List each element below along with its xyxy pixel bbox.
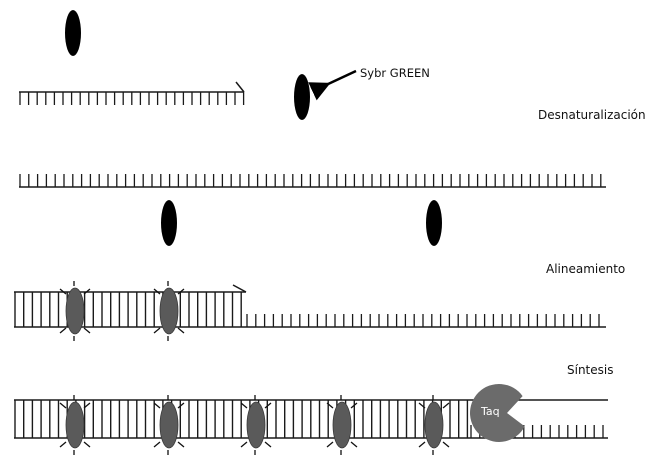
bound-sybr-molecule-4 <box>153 395 185 455</box>
annealed-double-strand <box>14 291 246 328</box>
bound-sybr-molecule-3 <box>59 395 91 455</box>
sybr-green-molecules <box>59 10 450 455</box>
bound-sybr-molecule-7 <box>418 395 450 455</box>
free-sybr-molecule-3 <box>161 200 177 246</box>
annealed-primer-hook <box>232 284 247 293</box>
stage-label-denaturation: Desnaturalización <box>538 108 646 122</box>
free-sybr-molecule-2 <box>294 74 310 120</box>
taq-polymerase-shape <box>470 383 525 442</box>
bound-sybr-molecule-2 <box>153 281 185 341</box>
primer-strand <box>19 91 245 105</box>
free-sybr-molecule-4 <box>426 200 442 246</box>
primer-end-hook <box>235 81 245 93</box>
taq-polymerase <box>470 383 525 442</box>
taq-label: Taq <box>481 405 500 418</box>
template-strand-denatured <box>19 174 606 188</box>
stage-label-annealing: Alineamiento <box>546 262 626 276</box>
sybr-green-label: Sybr GREEN <box>360 66 430 80</box>
sybr-green-pointer-arrow-icon <box>308 69 357 101</box>
bound-sybr-molecule-5 <box>240 395 272 455</box>
stage-label-synthesis: Síntesis <box>567 363 614 377</box>
template-strand-annealed <box>246 314 606 328</box>
bound-sybr-molecule-1 <box>59 281 91 341</box>
free-sybr-molecule-1 <box>65 10 81 56</box>
bound-sybr-molecule-6 <box>326 395 358 455</box>
dna-strands <box>14 81 608 439</box>
